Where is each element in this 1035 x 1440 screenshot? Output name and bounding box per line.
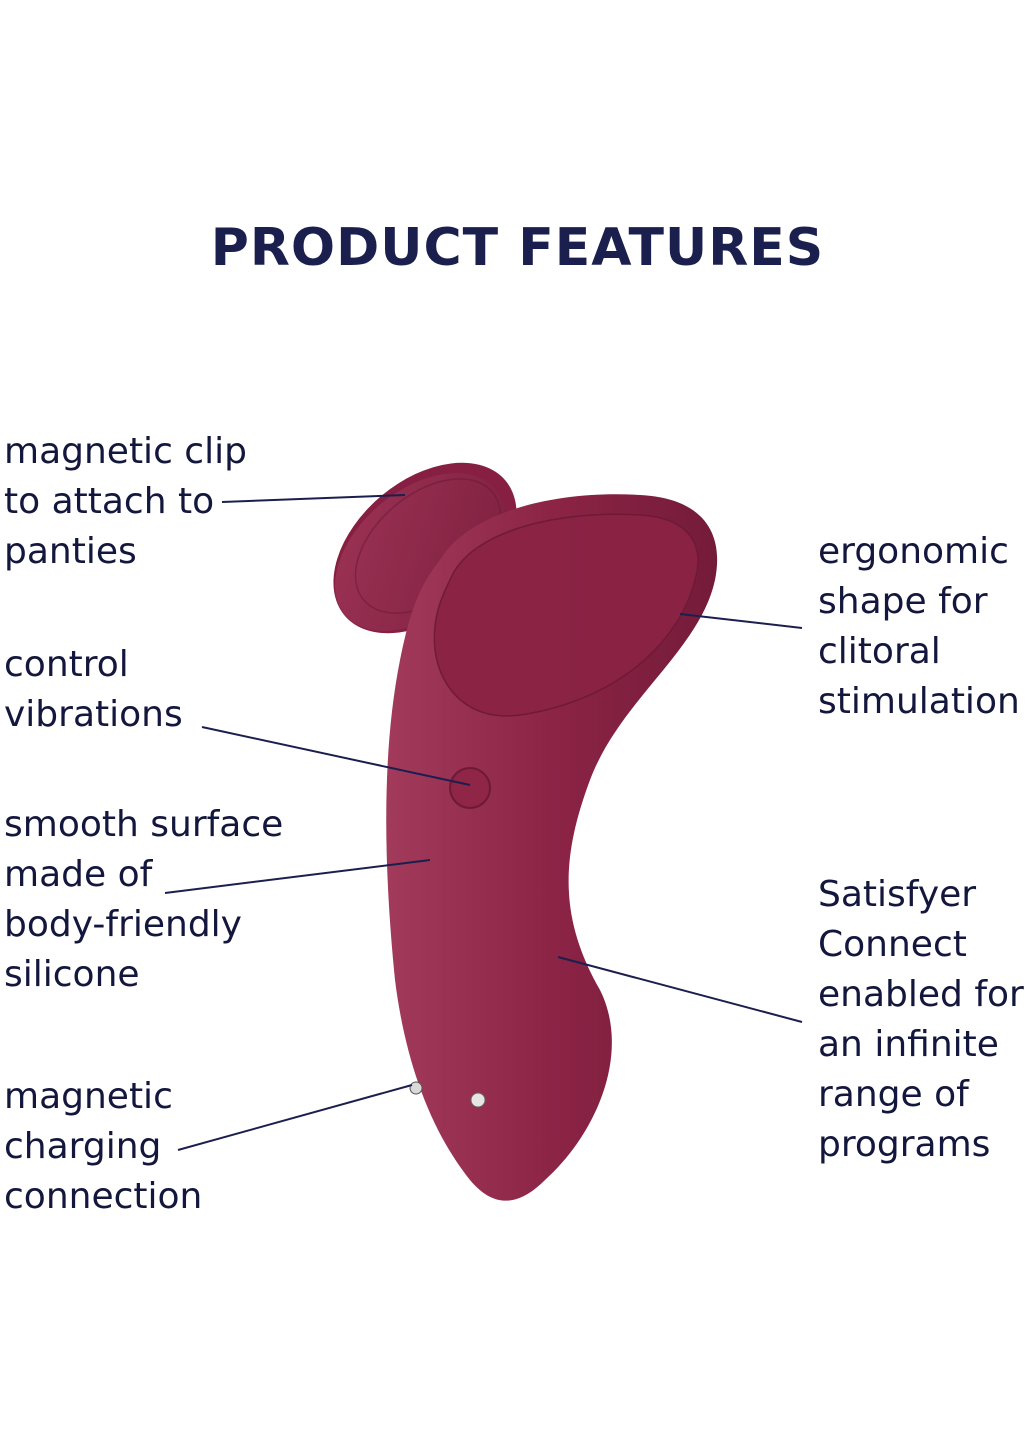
charging-contact-icon (409, 1081, 423, 1095)
control-button-icon (449, 767, 491, 809)
leader-lines (164, 494, 803, 1151)
feature-ergonomic-shape: ergonomic shape for clitoral stimulation (818, 531, 1020, 722)
feature-satisfyer-connect: Satisfyer Connect enabled for an infinit… (818, 874, 1024, 1165)
charging-contact-icon (470, 1092, 486, 1108)
feature-smooth-surface: smooth surface made of body-friendly sil… (4, 804, 284, 995)
feature-magnetic-clip: magnetic clip to attach to panties (4, 431, 247, 572)
feature-magnetic-charging: magnetic charging connection (4, 1076, 203, 1217)
device-body-icon (386, 494, 718, 1201)
page-title: PRODUCT FEATURES (210, 218, 825, 278)
feature-control-vibrations: control vibrations (4, 644, 183, 735)
